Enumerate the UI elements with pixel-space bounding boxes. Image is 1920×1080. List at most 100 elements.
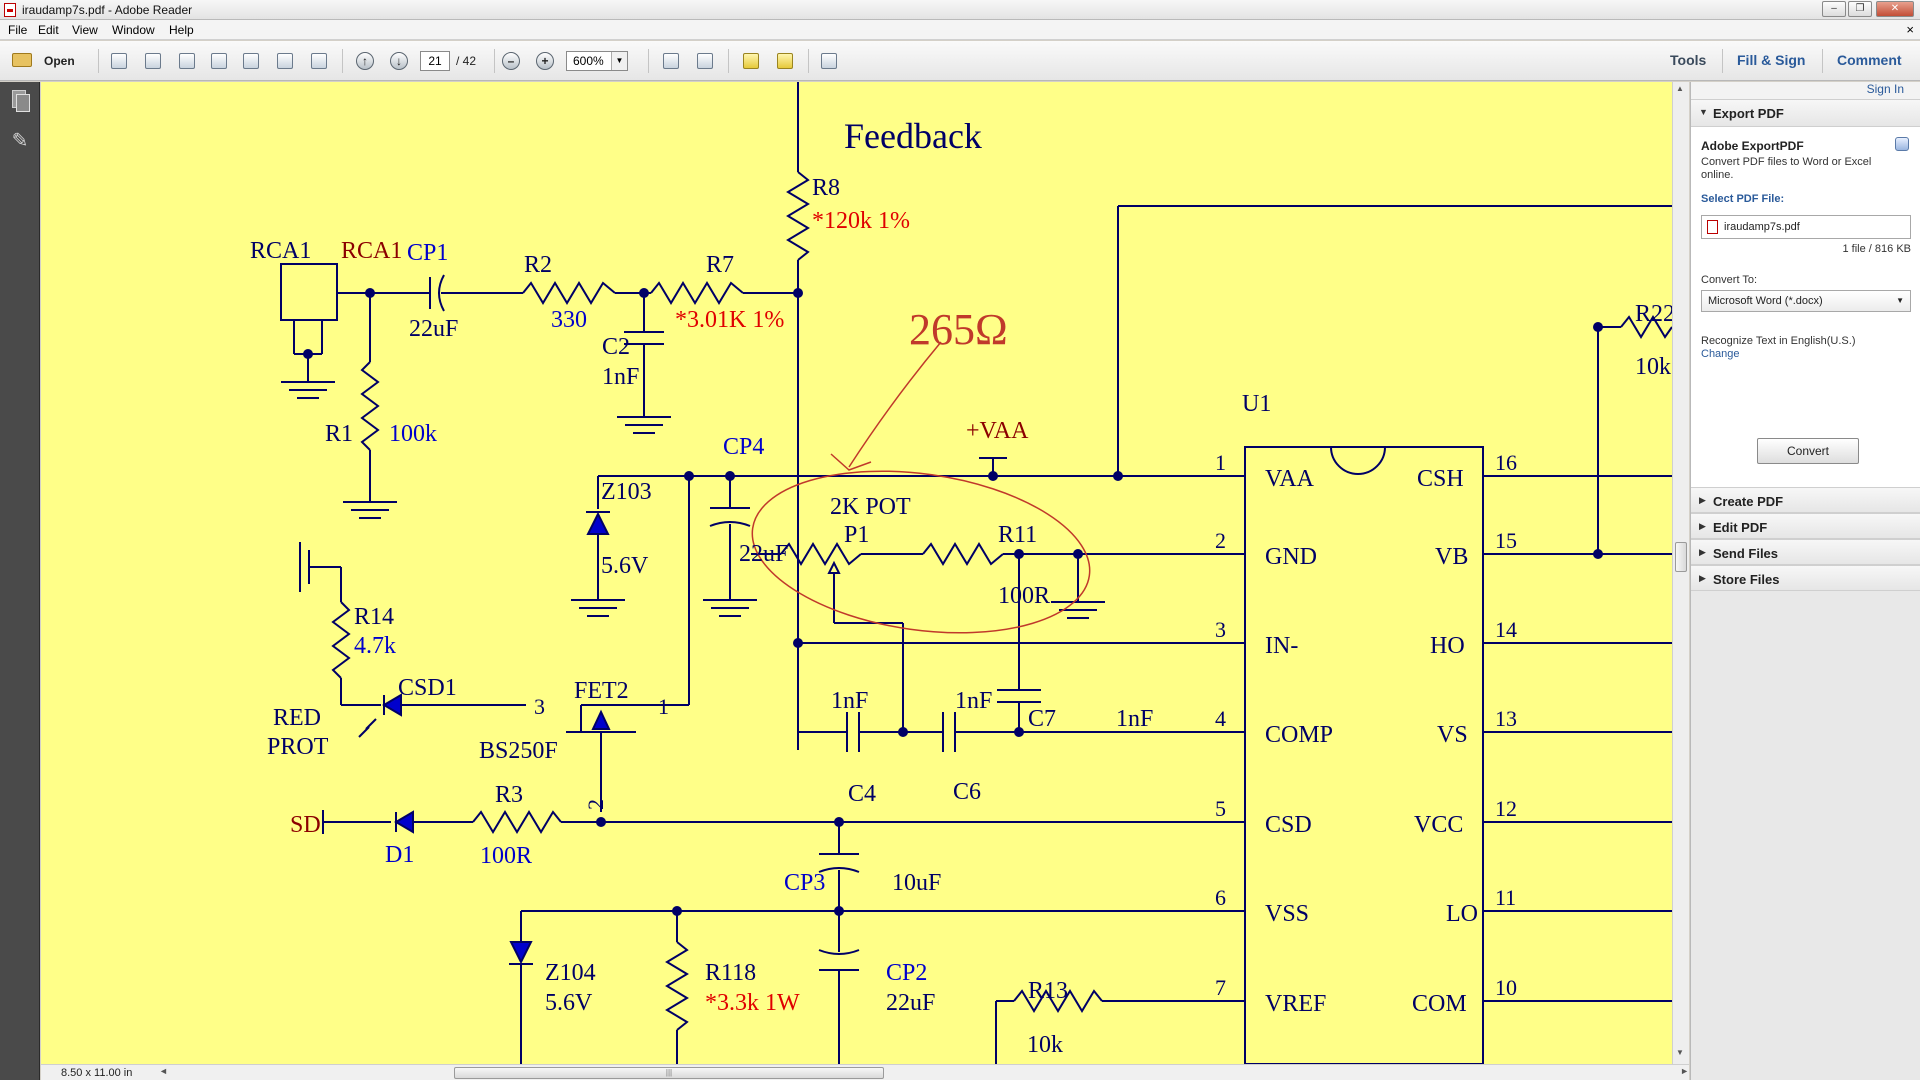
label-r11: R11 [998, 522, 1037, 548]
label-r22: R22 [1635, 301, 1672, 327]
export-pdf-section-header[interactable]: ▼ Export PDF [1691, 99, 1920, 127]
highlight-button[interactable] [774, 51, 796, 71]
chevron-down-icon[interactable]: ▼ [611, 52, 627, 70]
horizontal-scroll-thumb[interactable]: ||| [454, 1067, 884, 1079]
triangle-down-icon: ▼ [1699, 107, 1708, 117]
save-icon [243, 53, 259, 69]
upload-button[interactable] [208, 51, 230, 71]
label-r1: R1 [325, 421, 353, 447]
zoom-out-button[interactable]: – [500, 51, 522, 71]
scroll-left-icon[interactable]: ◄ [159, 1066, 168, 1076]
document-view[interactable]: Feedback 265Ω RCA1 RCA1 CP1 22uF R2 330 … [41, 82, 1672, 1064]
email-button[interactable] [308, 51, 330, 71]
ic-pin-name: VREF [1265, 991, 1326, 1017]
menu-view[interactable]: View [72, 23, 98, 37]
previous-page-button[interactable]: ↑ [354, 51, 376, 71]
export-pdf-title: Export PDF [1713, 106, 1784, 121]
menu-window[interactable]: Window [112, 23, 155, 37]
ic-pin-number: 14 [1495, 617, 1517, 642]
tools-pane-empty-area [1691, 591, 1920, 1080]
ic-pin-number: 16 [1495, 450, 1517, 475]
toolbar-separator [494, 49, 495, 73]
fill-sign-link[interactable]: Fill & Sign [1737, 52, 1806, 68]
status-bar: 8.50 x 11.00 in ◄ ||| ► [41, 1064, 1689, 1080]
edit-icon [179, 53, 195, 69]
minimize-button[interactable]: – [1822, 1, 1846, 17]
menu-edit[interactable]: Edit [38, 23, 59, 37]
vertical-scrollbar[interactable]: ▲ ▼ [1672, 82, 1689, 1064]
fit-page-button[interactable] [694, 51, 716, 71]
fit-width-button[interactable] [660, 51, 682, 71]
edit-button[interactable] [176, 51, 198, 71]
label-r14-value: 4.7k [354, 633, 396, 659]
selected-file-field[interactable]: iraudamp7s.pdf [1701, 215, 1911, 239]
ic-pin-number: 2 [1215, 528, 1226, 553]
create-pdf-section-header[interactable]: ▶ Create PDF [1691, 487, 1920, 513]
label-cp3: CP3 [784, 870, 825, 896]
ic-pin-name: COMP [1265, 722, 1333, 748]
open-button[interactable]: Open [8, 50, 88, 72]
toolbar-separator [808, 49, 809, 73]
export-pdf-button[interactable] [142, 51, 164, 71]
horizontal-scrollbar[interactable]: ◄ ||| ► [159, 1066, 1689, 1080]
comment-link[interactable]: Comment [1837, 52, 1902, 68]
vertical-scroll-thumb[interactable] [1675, 542, 1687, 572]
menu-help[interactable]: Help [169, 23, 194, 37]
print-button[interactable] [274, 51, 296, 71]
label-prot: PROT [267, 734, 329, 760]
fit-width-icon [663, 53, 679, 69]
label-fet2-value: BS250F [479, 738, 558, 764]
sign-in-link[interactable]: Sign In [1866, 82, 1904, 96]
scroll-right-icon[interactable]: ► [1680, 1066, 1689, 1076]
convert-button[interactable]: Convert [1757, 438, 1859, 464]
menu-bar: File Edit View Window Help × [0, 20, 1920, 40]
ic-pin-number: 6 [1215, 885, 1226, 910]
label-r13: R13 [1028, 978, 1068, 1004]
recognize-text-label: Recognize Text in English(U.S.) [1701, 335, 1856, 347]
menu-file[interactable]: File [8, 23, 28, 37]
store-files-section-header[interactable]: ▶ Store Files [1691, 565, 1920, 591]
next-page-button[interactable]: ↓ [388, 51, 410, 71]
attachments-icon[interactable]: ✎ [11, 130, 29, 152]
zoom-in-button[interactable]: + [534, 51, 556, 71]
label-fet2: FET2 [574, 678, 629, 704]
chevron-down-icon: ▼ [1896, 296, 1904, 305]
ic-pin-number: 12 [1495, 796, 1517, 821]
scroll-down-icon[interactable]: ▼ [1676, 1048, 1684, 1057]
ic-pin-number: 11 [1495, 885, 1516, 910]
ic-pin-number: 1 [1215, 450, 1226, 475]
highlighter-icon [777, 53, 793, 69]
ic-pin-name: IN- [1265, 633, 1298, 659]
send-files-title: Send Files [1713, 546, 1779, 561]
handwritten-arrow [848, 341, 942, 468]
close-document-icon[interactable]: × [1906, 22, 1914, 37]
close-button[interactable]: ✕ [1876, 1, 1914, 17]
ic-pin-number: 15 [1495, 528, 1517, 553]
scroll-up-icon[interactable]: ▲ [1676, 84, 1684, 93]
ic-pin-name: LO [1446, 901, 1478, 927]
tools-link[interactable]: Tools [1670, 52, 1707, 68]
label-r2-value: 330 [551, 307, 587, 333]
create-pdf-button[interactable] [108, 51, 130, 71]
page-thumbnails-icon[interactable] [10, 90, 30, 112]
maximize-button[interactable]: ❐ [1848, 1, 1872, 17]
ic-pin-number: 4 [1215, 706, 1226, 731]
edit-pdf-section-header[interactable]: ▶ Edit PDF [1691, 513, 1920, 539]
toolbar-separator [98, 49, 99, 73]
ic-pin-name: VCC [1414, 812, 1463, 838]
change-language-link[interactable]: Change [1701, 348, 1740, 360]
navigation-pane: ✎ [0, 82, 40, 1080]
send-files-section-header[interactable]: ▶ Send Files [1691, 539, 1920, 565]
save-button[interactable] [240, 51, 262, 71]
zoom-select[interactable]: 600% ▼ [566, 51, 628, 71]
file-info: 1 file / 816 KB [1842, 243, 1912, 255]
tools-pane: Sign In ▼ Export PDF Adobe ExportPDF Con… [1690, 82, 1920, 1080]
page-number-input[interactable]: 21 [420, 51, 450, 71]
arrow-down-icon: ↓ [390, 52, 408, 70]
fit-page-icon [697, 53, 713, 69]
full-screen-button[interactable] [818, 51, 840, 71]
convert-to-select[interactable]: Microsoft Word (*.docx) ▼ [1701, 290, 1911, 312]
ic-pin-name: VS [1437, 722, 1468, 748]
printer-icon [277, 53, 293, 69]
comment-button[interactable] [740, 51, 762, 71]
